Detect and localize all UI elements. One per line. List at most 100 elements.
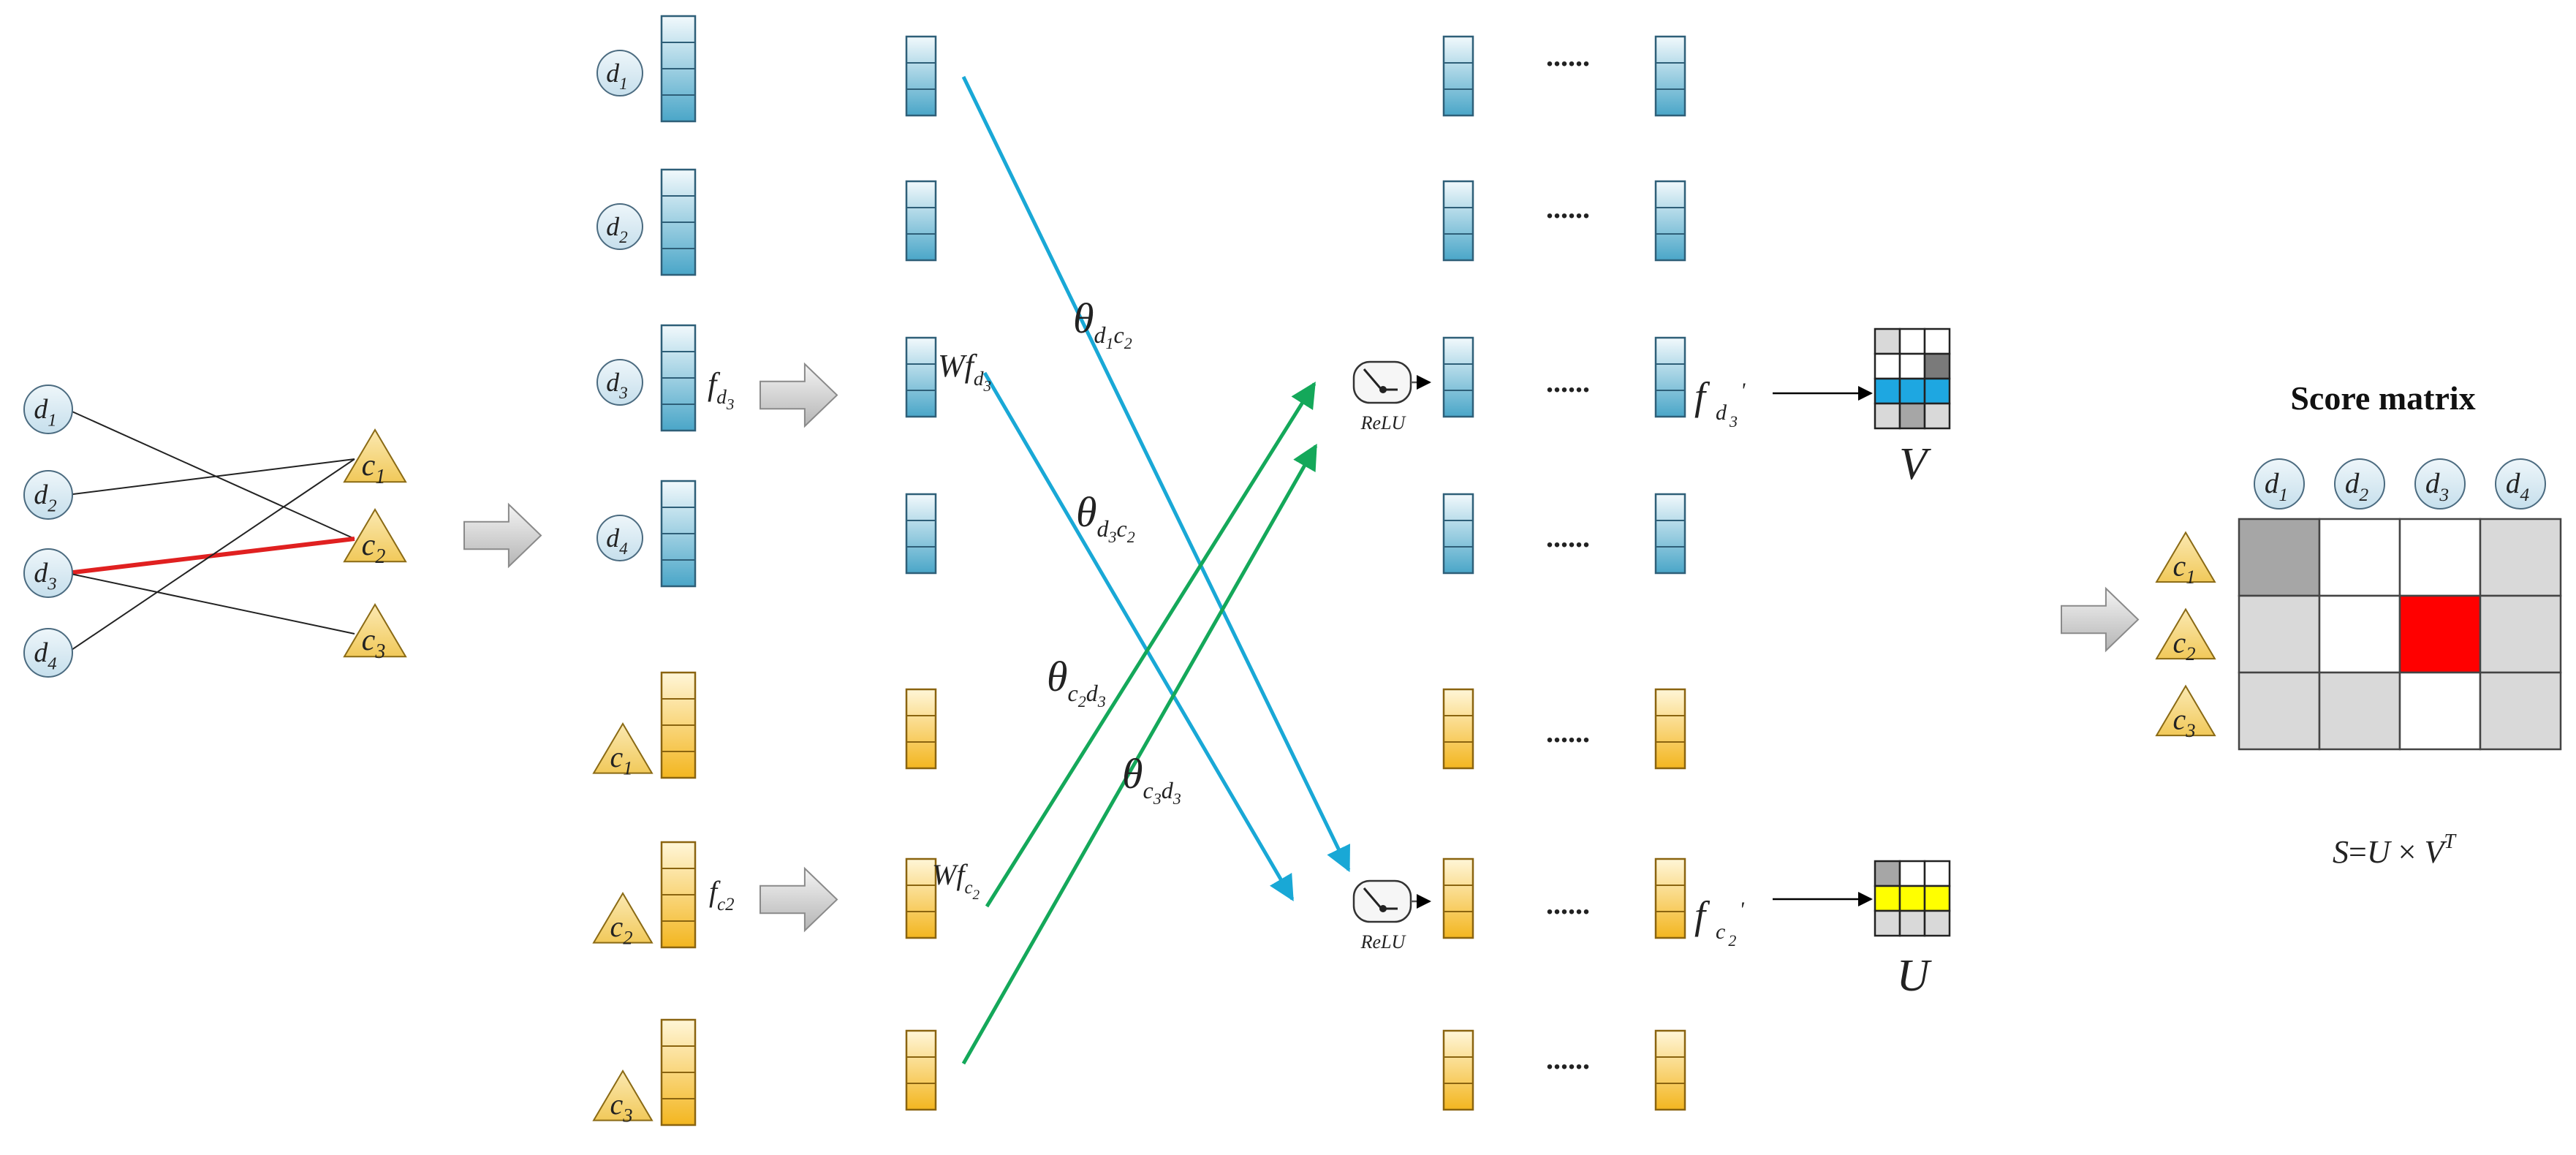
score-row-header-c3 bbox=[2155, 684, 2216, 737]
proj-vector-d4-col2 bbox=[905, 493, 937, 575]
proj-vector-d1-col2 bbox=[905, 35, 937, 117]
graph-node-d4 bbox=[23, 628, 73, 678]
proj-vector-d2-col3 bbox=[1442, 180, 1474, 262]
feature-node-d3-label: d3 bbox=[606, 368, 627, 403]
proj-vector-c3-col4 bbox=[1654, 1029, 1686, 1111]
score-cell-r1-c3 bbox=[2398, 518, 2482, 597]
score-cell-r2-c2 bbox=[2318, 594, 2401, 674]
graph-node-c3-label: c3 bbox=[362, 624, 386, 663]
proj-vector-c2-col4 bbox=[1654, 857, 1686, 939]
proj-vector-c2-col2 bbox=[905, 857, 937, 939]
feature-vector-c1 bbox=[660, 671, 697, 779]
ellipsis-7: ...... bbox=[1546, 1042, 1590, 1075]
graph-node-c3 bbox=[343, 603, 407, 658]
connection-lines bbox=[67, 75, 1873, 1065]
graph-node-d2-label: d2 bbox=[34, 480, 56, 516]
proj-vector-d2-col2 bbox=[905, 180, 937, 262]
feature-node-d4 bbox=[596, 515, 643, 561]
graph-node-d1 bbox=[23, 385, 73, 434]
theta-c2d3: θc2d3 bbox=[1047, 653, 1106, 711]
proj-vector-d4-col4 bbox=[1654, 493, 1686, 575]
proj-vector-c2-col3 bbox=[1442, 857, 1474, 939]
proj-vector-c3-col2 bbox=[905, 1029, 937, 1111]
matrix-v bbox=[1874, 327, 1951, 430]
score-cell-r1-c4 bbox=[2479, 518, 2562, 597]
transition-arrow-score bbox=[2061, 586, 2140, 653]
proj-vector-d4-col3 bbox=[1442, 493, 1474, 575]
score-cell-r3-c1 bbox=[2238, 671, 2321, 751]
feature-vector-d1 bbox=[660, 15, 697, 123]
score-matrix-title: Score matrix bbox=[2290, 379, 2475, 417]
proj-vector-c3-col3 bbox=[1442, 1029, 1474, 1111]
feature-vector-c3 bbox=[660, 1018, 697, 1126]
graph-node-c2-label: c2 bbox=[362, 529, 386, 568]
graph-node-d4-label: d4 bbox=[34, 637, 56, 674]
transition-arrow-fc2 bbox=[759, 866, 838, 933]
score-col-header-d2-label: d2 bbox=[2345, 468, 2369, 505]
graph-node-c2 bbox=[343, 508, 407, 563]
feature-node-c3 bbox=[592, 1069, 654, 1121]
score-cell-r2-c1 bbox=[2238, 594, 2321, 674]
score-col-header-d4-label: d4 bbox=[2506, 468, 2530, 505]
proj-vector-d1-col3 bbox=[1442, 35, 1474, 117]
graph-node-d3 bbox=[23, 548, 73, 598]
relu-unit-bottom-label: ReLU bbox=[1360, 931, 1407, 953]
score-col-header-d3 bbox=[2414, 458, 2466, 510]
label-fd3: fd3 bbox=[708, 366, 734, 413]
ellipsis-4: ...... bbox=[1546, 520, 1590, 553]
label-wfc2: Wfc2 bbox=[932, 858, 980, 903]
graph-edge-d1-c2 bbox=[67, 409, 355, 539]
score-row-header-c1-label: c1 bbox=[2172, 549, 2195, 588]
score-formula: S=U × VT bbox=[2333, 830, 2457, 870]
score-cell-r2-c3 bbox=[2398, 594, 2482, 674]
attention-arrow-blue-1 bbox=[961, 75, 1351, 873]
feature-vector-d2 bbox=[660, 168, 697, 276]
proj-vector-d3-col2 bbox=[905, 336, 937, 418]
feature-node-d4-label: d4 bbox=[606, 523, 628, 558]
feature-node-d1-label: d1 bbox=[606, 58, 627, 94]
relu-unit-bottom bbox=[1352, 879, 1431, 923]
feature-node-c2-label: c2 bbox=[610, 910, 632, 949]
ellipsis-5: ...... bbox=[1546, 716, 1590, 749]
theta-d1c2: θd1c2 bbox=[1073, 295, 1132, 352]
proj-vector-d1-col4 bbox=[1654, 35, 1686, 117]
score-cell-r3-c2 bbox=[2318, 671, 2401, 751]
proj-vector-d3-col4 bbox=[1654, 336, 1686, 418]
graph-node-d2 bbox=[23, 470, 73, 520]
graph-node-c1 bbox=[343, 428, 407, 483]
diagram-text: d1 d2 d3 d4 c1 c2 c3 d1 d2 d3 d4 c1 c2 c3............… bbox=[34, 39, 2529, 1126]
graph-node-c1-label: c1 bbox=[362, 449, 386, 488]
feature-node-d2-label: d2 bbox=[606, 212, 628, 247]
ellipsis-3: ...... bbox=[1546, 366, 1590, 398]
matrix-u-label: U bbox=[1897, 951, 1933, 1001]
proj-vector-d2-col4 bbox=[1654, 180, 1686, 262]
feature-node-c2 bbox=[592, 892, 654, 944]
feature-vector-c2 bbox=[660, 841, 697, 949]
matrix-u bbox=[1874, 860, 1951, 937]
feature-node-d1 bbox=[596, 50, 643, 96]
ellipsis-6: ...... bbox=[1546, 887, 1590, 920]
score-cell-r1-c1 bbox=[2238, 518, 2321, 597]
theta-d3c2: θd3c2 bbox=[1076, 488, 1135, 546]
score-col-header-d1-label: d1 bbox=[2265, 468, 2288, 505]
score-cell-r3-c3 bbox=[2398, 671, 2482, 751]
label-wfd3: Wfd3 bbox=[938, 348, 991, 395]
score-col-header-d2 bbox=[2334, 458, 2385, 510]
label-fc2: fc2 bbox=[709, 875, 735, 914]
ellipsis-2: ...... bbox=[1546, 192, 1590, 224]
feature-node-c3-label: c3 bbox=[610, 1088, 632, 1126]
feature-vector-d3 bbox=[660, 324, 697, 432]
graph-edge-d3-c3 bbox=[67, 572, 355, 635]
proj-vector-c1-col2 bbox=[905, 688, 937, 770]
matrix-v-label: V bbox=[1899, 439, 1931, 489]
proj-vector-c1-col4 bbox=[1654, 688, 1686, 770]
transition-arrow-fd3 bbox=[759, 362, 838, 428]
graph-edge-d2-c1 bbox=[67, 458, 355, 496]
graph-node-d3-label: d3 bbox=[34, 558, 56, 594]
score-col-header-d3-label: d3 bbox=[2425, 468, 2449, 505]
score-cell-r2-c4 bbox=[2479, 594, 2562, 674]
attention-arrow-green-2 bbox=[961, 443, 1318, 1065]
proj-vector-c1-col3 bbox=[1442, 688, 1474, 770]
feature-node-c1-label: c1 bbox=[610, 741, 632, 779]
